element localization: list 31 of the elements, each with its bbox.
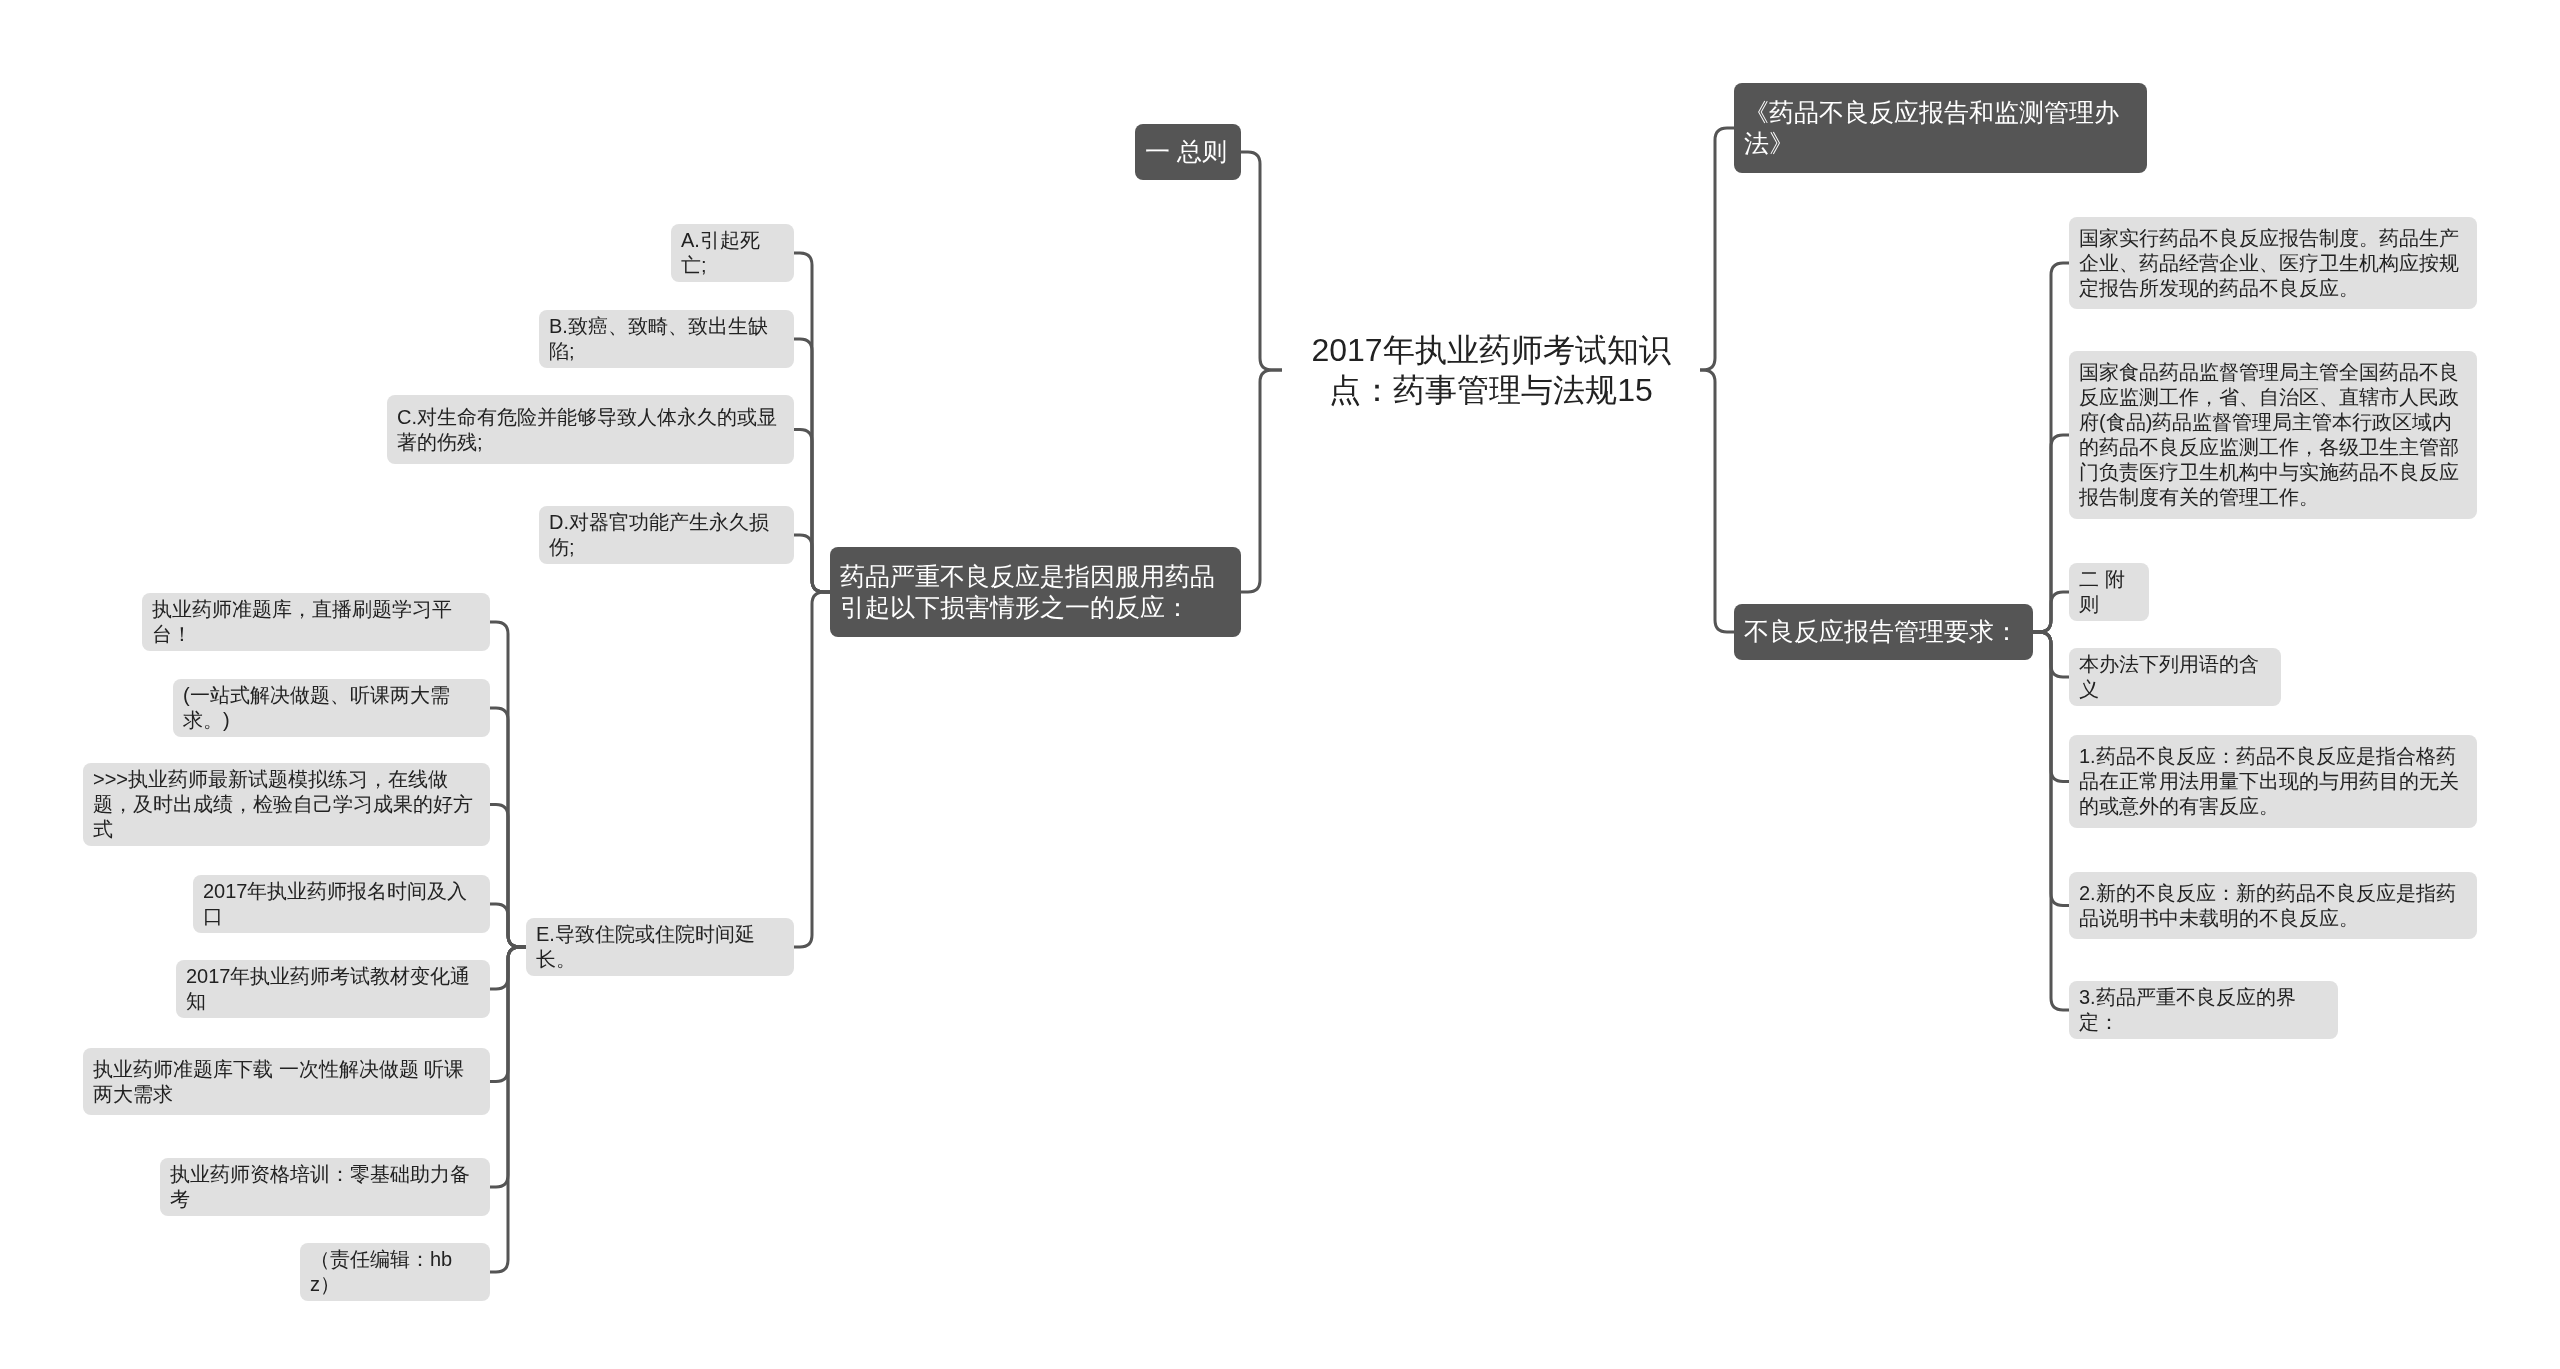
- connector-line: [794, 590, 830, 949]
- subtopic-box: 1.药品不良反应：药品不良反应是指合格药品在正常用法用量下出现的与用药目的无关的或意外的有害反应。: [2069, 735, 2477, 828]
- connector-line: [1700, 126, 1734, 372]
- connector-line: [1241, 368, 1282, 594]
- topic-box: 一 总则: [1135, 124, 1241, 180]
- subtopic-box: 执业药师准题库，直播刷题学习平台！: [142, 593, 490, 651]
- subtopic-box: 国家食品药品监督管理局主管全国药品不良反应监测工作，省、自治区、直辖市人民政府(食品)药品监督管理局主管本行政区域内的药品不良反应监测工作，各级卫生主管部门负责医疗卫生机构中与实施药品不良反应报告制度有关的管理工作。: [2069, 351, 2477, 519]
- connector-line: [1700, 368, 1734, 634]
- topic-box: 《药品不良反应报告和监测管理办法》: [1734, 83, 2147, 173]
- subtopic-box: 2017年执业药师报名时间及入口: [193, 875, 490, 933]
- topic-box: 不良反应报告管理要求：: [1734, 604, 2033, 660]
- subtopic-box: 本办法下列用语的含义: [2069, 648, 2281, 706]
- subtopic-box: E.导致住院或住院时间延长。: [526, 918, 794, 976]
- subtopic-box: 二 附则: [2069, 563, 2149, 621]
- topic-box: 药品严重不良反应是指因服用药品引起以下损害情形之一的反应：: [830, 547, 1241, 637]
- subtopic-box: >>>执业药师最新试题模拟练习，在线做题，及时出成绩，检验自己学习成果的好方式: [83, 763, 490, 846]
- subtopic-box: 执业药师准题库下载 一次性解决做题 听课两大需求: [83, 1048, 490, 1115]
- subtopic-box: C.对生命有危险并能够导致人体永久的或显著的伤残;: [387, 395, 794, 464]
- subtopic-box: 3.药品严重不良反应的界定：: [2069, 981, 2338, 1039]
- central-topic: 2017年执业药师考试知识点：药事管理与法规15: [1282, 300, 1700, 440]
- subtopic-box: 2017年执业药师考试教材变化通知: [176, 960, 490, 1018]
- subtopic-box: 2.新的不良反应：新的药品不良反应是指药品说明书中未载明的不良反应。: [2069, 872, 2477, 939]
- connector-line: [490, 945, 526, 1274]
- subtopic-box: 执业药师资格培训：零基础助力备考: [160, 1158, 490, 1216]
- subtopic-box: (一站式解决做题、听课两大需求。): [173, 679, 490, 737]
- subtopic-box: A.引起死亡;: [671, 224, 794, 282]
- connector-line: [2033, 630, 2069, 1012]
- subtopic-box: B.致癌、致畸、致出生缺陷;: [539, 310, 794, 368]
- subtopic-box: （责任编辑：hbz）: [300, 1243, 490, 1301]
- subtopic-box: 国家实行药品不良反应报告制度。药品生产企业、药品经营企业、医疗卫生机构应按规定报告所发现的药品不良反应。: [2069, 217, 2477, 309]
- subtopic-box: D.对器官功能产生永久损伤;: [539, 506, 794, 564]
